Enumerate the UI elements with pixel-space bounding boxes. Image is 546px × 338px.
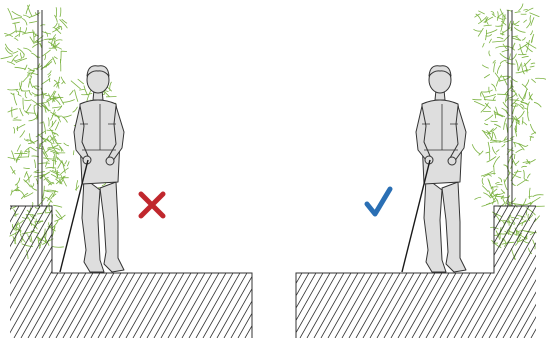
pedestrian-with-cane-right <box>402 66 466 272</box>
ground-left <box>0 206 334 338</box>
panel-incorrect <box>0 5 334 338</box>
check-mark-icon <box>367 189 390 214</box>
hedge-right <box>472 4 546 260</box>
cross-mark-icon <box>141 194 163 216</box>
ground-right <box>216 206 546 338</box>
panel-correct <box>216 4 546 338</box>
